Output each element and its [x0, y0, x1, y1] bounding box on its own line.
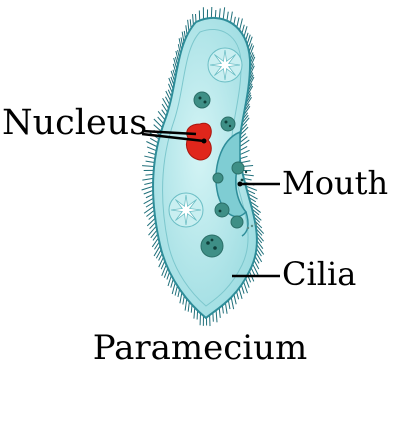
cilium — [216, 310, 217, 322]
cilium — [144, 190, 153, 194]
food-vacuole — [201, 235, 223, 257]
cilium — [144, 182, 153, 184]
cilium — [180, 292, 182, 303]
cilium — [146, 194, 153, 197]
nucleus-label: Nucleus — [2, 106, 147, 141]
cilium — [257, 245, 264, 255]
food-vacuole — [232, 162, 244, 174]
food-vacuole — [215, 203, 229, 217]
cilium — [239, 288, 242, 299]
vacuole-star — [210, 50, 240, 80]
cilium — [219, 8, 220, 18]
cilium — [243, 174, 254, 175]
cilium — [223, 7, 224, 19]
cilium — [172, 282, 175, 294]
cilium — [154, 246, 160, 256]
cilium — [148, 226, 156, 235]
cilium — [240, 156, 248, 158]
cilium — [234, 294, 236, 304]
contractile-vacuole-bottom — [169, 193, 203, 227]
food-vacuole — [213, 173, 223, 183]
vacuole-star-shape — [171, 195, 201, 225]
cilium — [241, 285, 244, 294]
cilium — [175, 286, 177, 296]
cilium — [225, 303, 227, 314]
cilium — [234, 17, 236, 25]
contractile-vacuole-top — [208, 48, 242, 82]
cilium — [240, 161, 250, 163]
cilium — [145, 174, 153, 175]
cilium — [146, 202, 154, 207]
cilium — [147, 147, 156, 151]
cilium — [152, 238, 158, 247]
food-vacuole — [194, 92, 210, 108]
food-vacuole — [221, 117, 235, 131]
cilium — [146, 142, 157, 147]
cilium — [149, 214, 155, 219]
cilium — [231, 297, 233, 309]
cilium — [240, 19, 243, 31]
cilium — [188, 20, 189, 32]
vacuole-star — [171, 195, 201, 225]
cilium — [193, 14, 194, 25]
cilium — [219, 308, 220, 318]
cilium — [239, 140, 249, 147]
cilium — [256, 253, 262, 262]
cilium — [150, 138, 158, 143]
cilium — [227, 12, 228, 21]
cilium — [164, 268, 168, 277]
cilium — [228, 300, 230, 309]
cilium — [239, 150, 249, 154]
cilium — [222, 305, 223, 313]
cilium — [144, 156, 155, 158]
cilium — [142, 186, 153, 190]
cilium — [188, 302, 189, 312]
cilium — [246, 278, 250, 287]
diagram-title: Paramecium — [0, 331, 400, 365]
cilium — [148, 152, 156, 154]
cilium — [158, 117, 164, 124]
cilium — [237, 18, 239, 28]
cilium — [146, 161, 155, 162]
cilium — [142, 178, 153, 180]
cilium — [251, 268, 255, 276]
cilium — [194, 308, 195, 319]
cilium — [244, 282, 248, 293]
cilia-label: Cilia — [282, 258, 356, 290]
mouth-label: Mouth — [282, 167, 388, 199]
vacuole-star-shape — [210, 50, 240, 80]
cilium — [142, 166, 154, 167]
food-vacuole — [231, 216, 243, 228]
cilium — [185, 299, 187, 311]
cilium — [231, 12, 233, 23]
cilium — [168, 276, 171, 286]
